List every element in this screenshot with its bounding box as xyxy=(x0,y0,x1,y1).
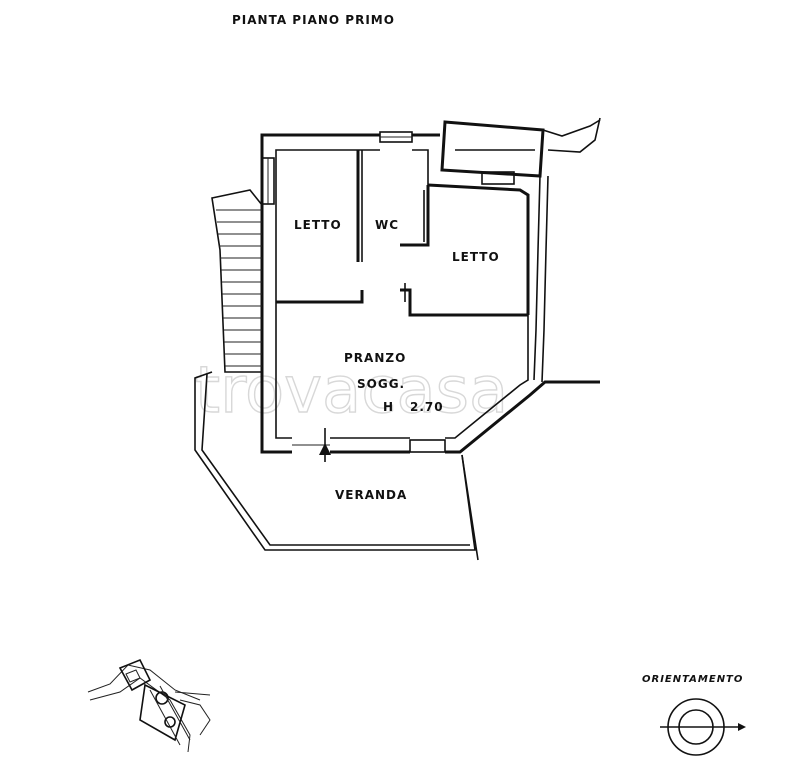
room-label-veranda: VERANDA xyxy=(335,488,407,502)
bottom-openings xyxy=(292,439,446,453)
room-label-wc: WC xyxy=(375,218,399,232)
orientation-label: ORIENTAMENTO xyxy=(642,674,743,685)
veranda-outline xyxy=(194,371,479,561)
height-value: 2.70 xyxy=(410,400,444,414)
window-top xyxy=(379,131,413,143)
room-label-letto-right: LETTO xyxy=(452,250,500,264)
room-label-pranzo: PRANZO xyxy=(344,351,406,365)
window-right-bedroom xyxy=(481,171,515,185)
plan-title: PIANTA PIANO PRIMO xyxy=(232,13,395,27)
staircase xyxy=(211,189,263,373)
room-label-sogg: SOGG. xyxy=(357,377,405,391)
window-left xyxy=(261,157,275,205)
entrance-arrow xyxy=(319,428,331,462)
site-location-map xyxy=(87,658,211,753)
height-label: H xyxy=(383,400,394,414)
watermark: trovacasa xyxy=(195,354,508,428)
compass-icon xyxy=(660,698,746,756)
adjacent-block xyxy=(440,120,545,178)
interior-walls xyxy=(276,150,528,317)
room-label-letto-left: LETTO xyxy=(294,218,342,232)
right-wall xyxy=(427,117,601,383)
